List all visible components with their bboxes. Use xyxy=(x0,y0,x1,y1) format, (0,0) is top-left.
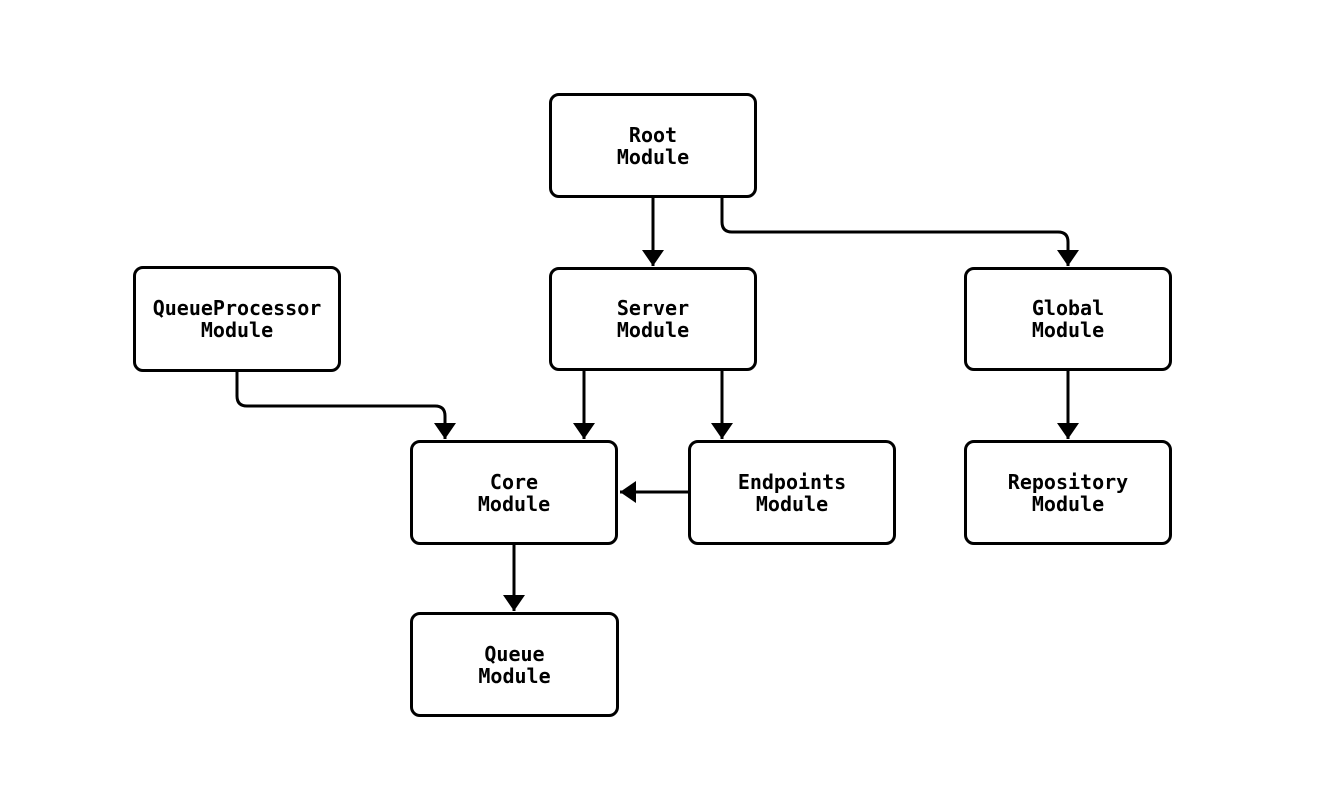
node-root-label: Root Module xyxy=(616,122,690,169)
node-queueprocessor-module: QueueProcessor Module xyxy=(133,266,341,372)
node-repository-label: Repository Module xyxy=(1007,469,1129,516)
node-core-label: Core Module xyxy=(477,469,551,516)
node-server-module: Server Module xyxy=(549,267,757,371)
node-global-label: Global Module xyxy=(1031,296,1105,342)
node-server-label: Server Module xyxy=(616,296,690,342)
node-queue-label: Queue Module xyxy=(478,641,551,688)
node-root-module: Root Module xyxy=(549,93,757,198)
node-endpoints-module: Endpoints Module xyxy=(688,440,896,545)
edge-queueprocessor-to-core xyxy=(235,371,456,439)
node-endpoints-label: Endpoints Module xyxy=(737,469,847,516)
node-queueprocessor-label: QueueProcessor Module xyxy=(152,296,322,342)
node-core-module: Core Module xyxy=(410,440,618,545)
node-global-module: Global Module xyxy=(964,267,1172,371)
node-queue-module: Queue Module xyxy=(410,612,619,717)
edge-root-to-global xyxy=(720,197,1079,266)
node-repository-module: Repository Module xyxy=(964,440,1172,545)
